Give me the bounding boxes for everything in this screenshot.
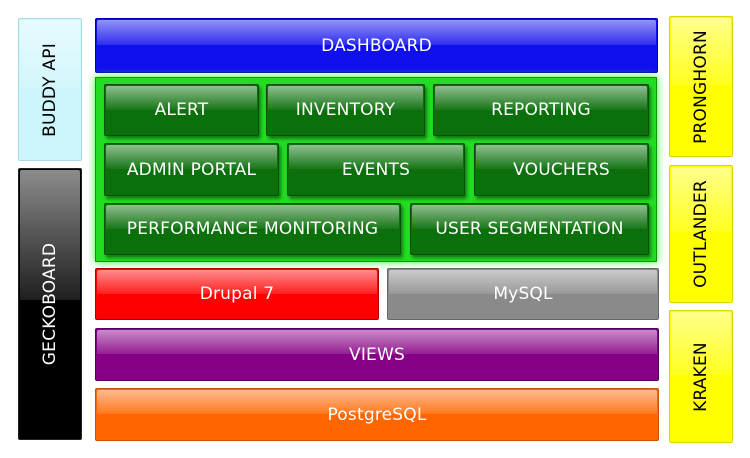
module-vouchers: VOUCHERS <box>474 143 649 196</box>
mysql-layer: MySQL <box>387 268 659 320</box>
module-performance-monitoring-label: PERFORMANCE MONITORING <box>126 219 379 239</box>
module-admin-portal-label: ADMIN PORTAL <box>126 159 257 180</box>
postgres-layer: PostgreSQL <box>95 388 659 441</box>
module-events: EVENTS <box>287 143 465 196</box>
module-vouchers-label: VOUCHERS <box>513 159 610 180</box>
outlander-label: OUTLANDER <box>691 180 712 288</box>
geckoboard-label: GECKOBOARD <box>40 242 60 366</box>
dashboard-layer: DASHBOARD <box>95 18 658 73</box>
pronghorn-label: PRONGHORN <box>691 29 712 144</box>
pronghorn-service: PRONGHORN <box>669 16 733 157</box>
module-alert: ALERT <box>104 84 259 136</box>
mysql-label: MySQL <box>493 284 553 304</box>
module-events-label: EVENTS <box>341 159 411 180</box>
module-inventory-label: INVENTORY <box>295 100 396 120</box>
buddy-api-label: BUDDY API <box>40 42 60 137</box>
module-user-segmentation-label: USER SEGMENTATION <box>435 219 624 239</box>
geckoboard-service: GECKOBOARD <box>18 168 82 440</box>
module-user-segmentation: USER SEGMENTATION <box>410 203 649 255</box>
kraken-service: KRAKEN <box>669 310 733 443</box>
module-reporting-label: REPORTING <box>491 100 591 120</box>
module-alert-label: ALERT <box>154 100 209 120</box>
outlander-service: OUTLANDER <box>669 165 733 303</box>
module-performance-monitoring: PERFORMANCE MONITORING <box>104 203 401 255</box>
kraken-label: KRAKEN <box>691 341 711 412</box>
views-layer: VIEWS <box>95 328 659 381</box>
drupal-label: Drupal 7 <box>199 284 275 304</box>
postgres-label: PostgreSQL <box>327 404 427 425</box>
views-label: VIEWS <box>349 344 405 365</box>
module-admin-portal: ADMIN PORTAL <box>104 143 279 196</box>
buddy-api-service: BUDDY API <box>18 18 82 161</box>
drupal-layer: Drupal 7 <box>95 268 379 320</box>
module-reporting: REPORTING <box>433 84 649 136</box>
module-inventory: INVENTORY <box>266 84 425 136</box>
dashboard-label: DASHBOARD <box>321 35 432 56</box>
